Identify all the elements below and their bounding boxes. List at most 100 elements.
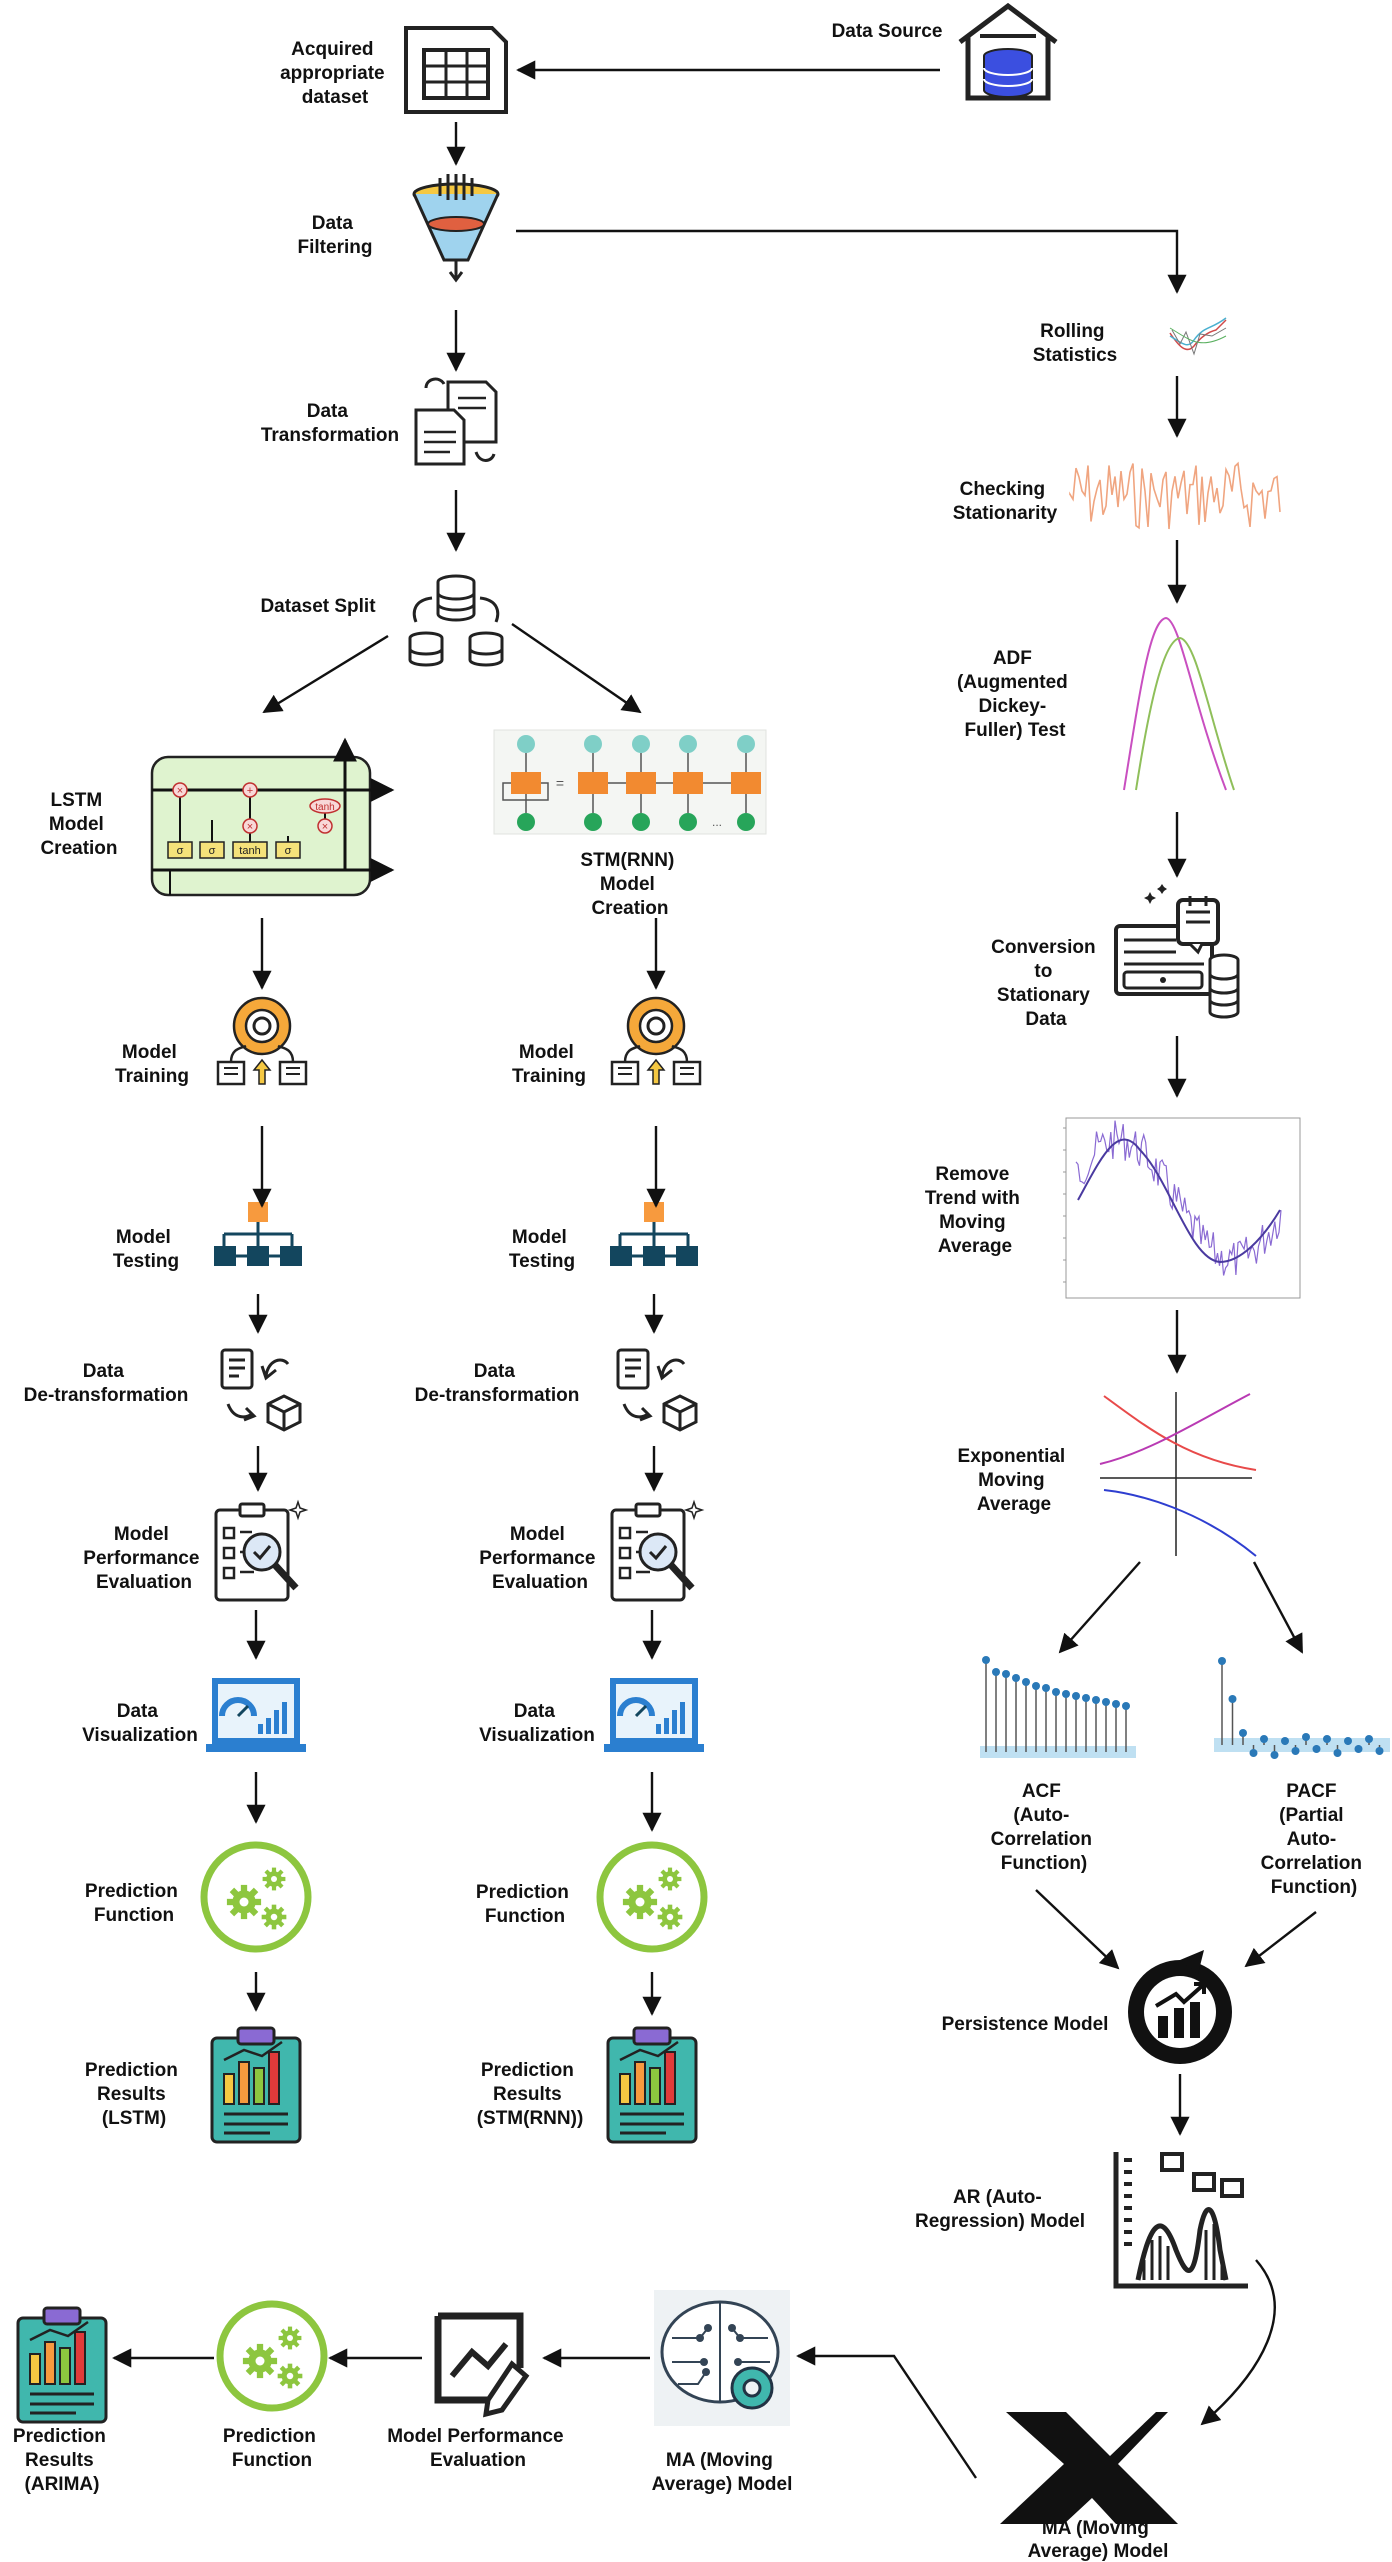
stm-training-node: Model Training: [512, 996, 702, 1087]
stm-testing-node: Model Testing: [509, 1200, 700, 1272]
ema-label: Exponential Moving Average: [958, 1446, 1071, 1515]
lstm-detransform-node: Data De-transformation: [24, 1348, 302, 1432]
pacf-marker: [1239, 1729, 1247, 1737]
database-split-icon: [408, 574, 504, 667]
stm-creation-label: STM(RNN) Model Creation: [580, 850, 679, 919]
conversion-label: Conversion to Stationary Data: [991, 937, 1101, 1030]
detransform-icon: [616, 1348, 698, 1432]
acf-marker: [992, 1668, 1000, 1676]
pacf-marker: [1323, 1735, 1331, 1743]
rolling-stats-label: Rolling Statistics: [1033, 321, 1117, 366]
acf-marker: [982, 1656, 990, 1664]
acf-marker: [1012, 1674, 1020, 1682]
acf-marker: [1042, 1684, 1050, 1692]
pacf-marker: [1228, 1695, 1237, 1703]
acf-marker: [1022, 1678, 1030, 1686]
adf-label: ADF (Augmented Dickey- Fuller) Test: [957, 648, 1073, 741]
remove-trend-node: Remove Trend with Moving Average: [925, 1117, 1301, 1299]
stm-creation-node: = ... STM(RNN) Model Creation: [493, 729, 767, 919]
adf-node: ADF (Augmented Dickey- Fuller) Test: [957, 616, 1235, 791]
evaluation-clipboard-icon: [612, 1502, 702, 1600]
pacf-marker: [1249, 1749, 1258, 1757]
gears-circle-icon: [220, 2304, 324, 2408]
pacf-confidence-band: [1214, 1738, 1390, 1752]
lstm-prediction-fn-label: Prediction Function: [85, 1881, 183, 1926]
stm-detransform-label: Data De-transformation: [415, 1361, 580, 1406]
lstm-training-label: Model Training: [115, 1042, 189, 1087]
persistence-cycle-icon: [1128, 1950, 1232, 2064]
results-clipboard-icon: [210, 2026, 302, 2144]
data-filtering-node: Data Filtering: [298, 174, 500, 283]
lstm-testing-label: Model Testing: [113, 1227, 179, 1272]
pacf-node: PACF (Partial Auto- Correlation Function…: [1214, 1657, 1390, 1898]
documents-transform-icon: [414, 377, 498, 466]
laptop-dashboard-icon: [206, 1678, 306, 1752]
ma-x-node: MA (Moving Average) Model: [1000, 2412, 1178, 2562]
arima-prediction-fn-node: Prediction Function: [220, 2304, 324, 2471]
svg-text:σ: σ: [177, 845, 184, 857]
stm-detransform-node: Data De-transformation: [415, 1348, 698, 1432]
ma-brain-node: MA (Moving Average) Model: [652, 2290, 792, 2495]
lstm-visualization-label: Data Visualization: [82, 1701, 198, 1746]
ema-curves-chart: [1099, 1392, 1257, 1557]
hierarchy-testing-icon: [608, 1200, 700, 1268]
acf-marker: [1052, 1688, 1060, 1696]
persistence-label: Persistence Model: [942, 2014, 1109, 2035]
chart-pen-icon: [434, 2312, 530, 2418]
warehouse-database-icon: [958, 2, 1058, 101]
acf-marker: [1062, 1690, 1070, 1698]
data-transformation-node: Data Transformation: [261, 377, 498, 466]
ar-chart-icon: [1113, 2152, 1248, 2289]
stm-eval-node: Model Performance Evaluation: [479, 1502, 702, 1600]
lstm-prediction-fn-node: Prediction Function: [85, 1845, 308, 1949]
stm-results-label: Prediction Results (STM(RNN)): [477, 2060, 584, 2129]
arrow-acf-to-persistence: [1035, 1889, 1120, 1970]
pacf-marker: [1218, 1657, 1226, 1665]
lstm-testing-node: Model Testing: [113, 1200, 304, 1272]
gear-training-icon: [610, 996, 702, 1086]
stm-visualization-label: Data Visualization: [479, 1701, 595, 1746]
arrow-ar-to-ma-x: [1200, 2259, 1276, 2426]
adf-curves-chart: [1123, 616, 1235, 791]
lstm-detransform-label: Data De-transformation: [24, 1361, 189, 1406]
svg-text:=: =: [556, 775, 564, 791]
arima-results-node: Prediction Results (ARIMA): [13, 2306, 108, 2495]
conversion-node: Conversion to Stationary Data: [991, 884, 1240, 1030]
laptop-dashboard-icon: [604, 1678, 704, 1752]
pacf-marker: [1281, 1737, 1289, 1745]
pacf-marker: [1365, 1735, 1373, 1743]
lstm-results-label: Prediction Results (LSTM): [85, 2060, 183, 2129]
x-mark-icon: [1000, 2412, 1178, 2524]
acquired-dataset-node: Acquired appropriate dataset: [280, 26, 508, 114]
data-source-label: Data Source: [832, 21, 943, 42]
ar-node: AR (Auto- Regression) Model: [915, 2152, 1248, 2289]
gear-training-icon: [216, 996, 308, 1086]
arrow-ma-x-to-ma-brain: [796, 2346, 977, 2479]
arrow-split-to-stm: [511, 623, 642, 714]
pacf-marker: [1375, 1747, 1384, 1755]
acf-marker: [1002, 1670, 1010, 1678]
arrow-ema-to-acf: [1058, 1561, 1141, 1654]
arrow-filtering-to-rolling: [516, 229, 1187, 294]
pacf-marker: [1291, 1747, 1300, 1755]
acquired-dataset-label: Acquired appropriate dataset: [280, 39, 390, 108]
arrow-pacf-to-persistence: [1244, 1911, 1317, 1968]
spreadsheet-icon: [404, 26, 508, 114]
arima-eval-node: Model Performance Evaluation: [387, 2312, 564, 2471]
acf-stem-chart: [980, 1656, 1136, 1758]
stm-eval-label: Model Performance Evaluation: [479, 1524, 600, 1593]
dataset-split-label: Dataset Split: [260, 596, 376, 617]
hierarchy-testing-icon: [212, 1200, 304, 1268]
acf-marker: [1072, 1692, 1080, 1700]
acf-marker: [1112, 1700, 1120, 1708]
rolling-stats-chart: [1169, 317, 1227, 356]
svg-text:×: ×: [322, 821, 328, 833]
lstm-creation-label: LSTM Model Creation: [40, 790, 117, 859]
data-source-node: Data Source: [832, 2, 1058, 101]
pacf-marker: [1333, 1749, 1342, 1757]
rolling-stats-node: Rolling Statistics: [1033, 317, 1227, 366]
svg-text:σ: σ: [209, 845, 216, 857]
evaluation-clipboard-icon: [216, 1502, 306, 1600]
data-filtering-label: Data Filtering: [298, 213, 373, 258]
results-clipboard-icon: [606, 2026, 698, 2144]
